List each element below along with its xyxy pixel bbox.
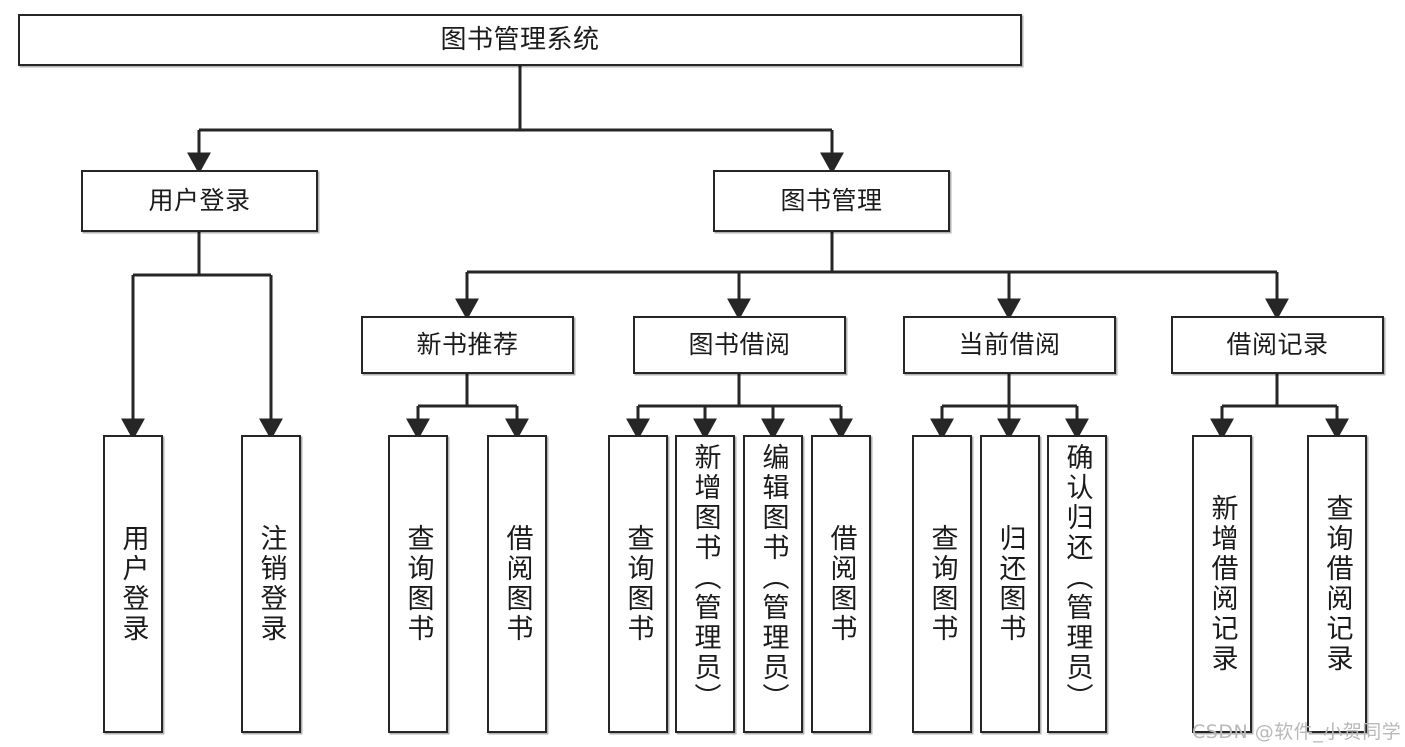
node-leaf-user-login[interactable]: 用户登录	[103, 435, 163, 733]
node-leaf-query-book-1[interactable]: 查询图书	[388, 435, 448, 733]
node-leaf-query-book-2[interactable]: 查询图书	[608, 435, 668, 733]
node-leaf-query-book-3[interactable]: 查询图书	[912, 435, 972, 733]
node-leaf-confirm-return-label: 确认归还（管理员）	[1061, 443, 1093, 713]
node-leaf-logout-login[interactable]: 注销登录	[241, 435, 301, 733]
node-leaf-query-record[interactable]: 查询借阅记录	[1307, 435, 1367, 733]
node-leaf-confirm-return[interactable]: 确认归还（管理员）	[1047, 435, 1107, 733]
node-leaf-borrow-book-1[interactable]: 借阅图书	[487, 435, 547, 733]
node-user-login[interactable]: 用户登录	[81, 170, 318, 232]
node-root-label: 图书管理系统	[440, 24, 600, 55]
node-book-borrow-label: 图书借阅	[688, 330, 791, 360]
node-borrow-record-label: 借阅记录	[1226, 330, 1329, 360]
node-leaf-add-record[interactable]: 新增借阅记录	[1192, 435, 1252, 733]
node-leaf-add-record-label: 新增借阅记录	[1206, 494, 1238, 674]
node-leaf-user-login-label: 用户登录	[117, 524, 149, 644]
node-borrow-record[interactable]: 借阅记录	[1171, 316, 1384, 374]
node-current-borrow-label: 当前借阅	[958, 330, 1061, 360]
node-leaf-add-book-label: 新增图书（管理员）	[689, 443, 721, 713]
node-book-borrow[interactable]: 图书借阅	[633, 316, 846, 374]
node-leaf-return-book[interactable]: 归还图书	[980, 435, 1040, 733]
node-leaf-borrow-book-1-label: 借阅图书	[501, 524, 533, 644]
node-leaf-borrow-book-2[interactable]: 借阅图书	[811, 435, 871, 733]
node-leaf-edit-book[interactable]: 编辑图书（管理员）	[743, 435, 803, 733]
node-user-login-label: 用户登录	[148, 186, 251, 216]
node-leaf-edit-book-label: 编辑图书（管理员）	[757, 443, 789, 713]
node-leaf-logout-login-label: 注销登录	[255, 524, 287, 644]
node-root[interactable]: 图书管理系统	[18, 14, 1022, 66]
node-new-book-recommend-label: 新书推荐	[416, 330, 519, 360]
node-leaf-query-record-label: 查询借阅记录	[1321, 494, 1353, 674]
node-book-manage[interactable]: 图书管理	[713, 170, 950, 232]
node-leaf-query-book-3-label: 查询图书	[926, 524, 958, 644]
node-leaf-query-book-2-label: 查询图书	[622, 524, 654, 644]
node-leaf-query-book-1-label: 查询图书	[402, 524, 434, 644]
node-leaf-return-book-label: 归还图书	[994, 524, 1026, 644]
node-leaf-add-book[interactable]: 新增图书（管理员）	[675, 435, 735, 733]
node-book-manage-label: 图书管理	[780, 186, 883, 216]
node-leaf-borrow-book-2-label: 借阅图书	[825, 524, 857, 644]
node-current-borrow[interactable]: 当前借阅	[903, 316, 1116, 374]
node-new-book-recommend[interactable]: 新书推荐	[361, 316, 574, 374]
